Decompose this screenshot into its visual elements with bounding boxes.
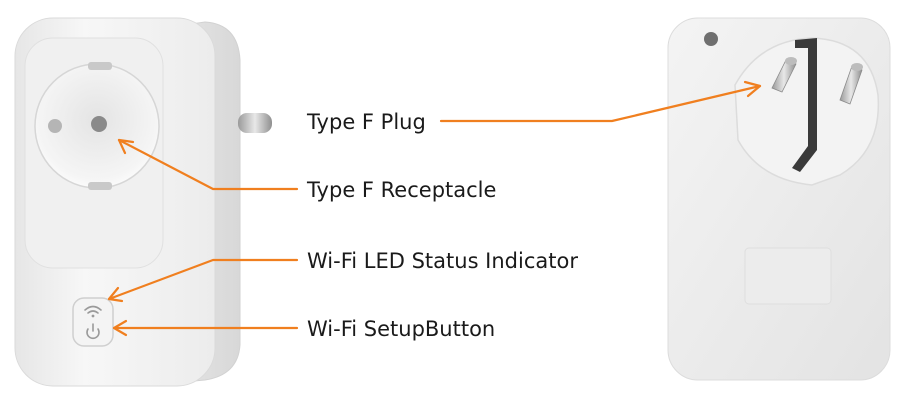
callout-receptacle <box>117 138 299 191</box>
front-device <box>14 17 272 387</box>
callout-setup-arrow <box>112 319 128 337</box>
label-recess <box>744 247 832 305</box>
callouts <box>107 80 762 337</box>
callout-plug-arrow <box>743 80 762 98</box>
callout-plug <box>439 84 762 123</box>
socket-hole-center <box>91 116 107 132</box>
ground-strap <box>792 38 817 172</box>
setup-button-pad[interactable] <box>72 297 114 347</box>
back-vent-hole <box>704 32 718 46</box>
label-wifi-led-indicator: Wi-Fi LED Status Indicator <box>307 249 578 273</box>
callout-led <box>107 258 299 301</box>
socket-hole-left <box>48 119 62 133</box>
plug-base <box>734 37 880 186</box>
callout-receptacle-arrow <box>117 138 135 155</box>
ground-clip-top <box>88 62 112 70</box>
callout-led-arrow <box>107 286 124 303</box>
back-device <box>667 17 891 381</box>
wifi-icon <box>84 305 102 318</box>
power-icon <box>86 323 100 340</box>
side-plug-pin <box>238 113 272 133</box>
label-type-f-receptacle: Type F Receptacle <box>307 178 497 202</box>
label-type-f-plug: Type F Plug <box>307 110 426 134</box>
label-wifi-setup-button: Wi-Fi SetupButton <box>307 317 496 341</box>
ground-clip-bottom <box>88 182 112 190</box>
type-f-plug <box>771 57 863 105</box>
